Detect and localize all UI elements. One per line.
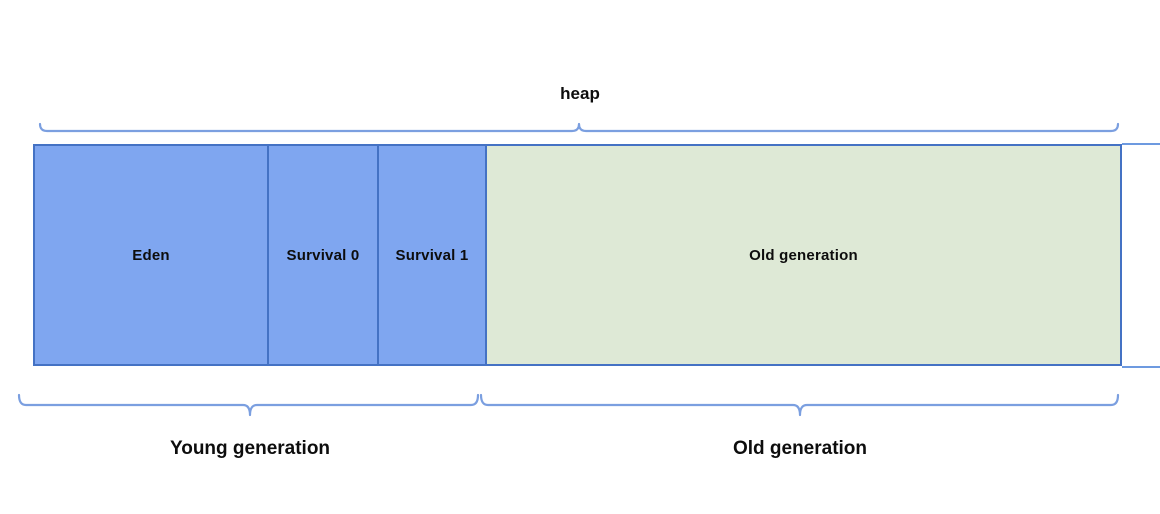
region-old-generation[interactable]: Old generation (485, 146, 1120, 364)
region-old-generation-label: Old generation (749, 246, 858, 264)
region-eden[interactable]: Eden (35, 146, 267, 364)
old-generation-brace-label: Old generation (732, 438, 868, 459)
top-edge-rule (1122, 143, 1160, 145)
region-survival-1[interactable]: Survival 1 (377, 146, 485, 364)
old-generation-brace (479, 393, 1120, 417)
heap-brace (38, 122, 1120, 133)
heap-memory-bar: Eden Survival 0 Survival 1 Old generatio… (33, 144, 1122, 366)
region-survival-1-label: Survival 1 (395, 246, 469, 264)
region-eden-label: Eden (132, 246, 170, 264)
heap-brace-label: heap (560, 84, 600, 103)
region-survival-0-label: Survival 0 (286, 246, 360, 264)
young-generation-brace (17, 393, 480, 417)
bottom-edge-rule (1122, 366, 1160, 368)
region-survival-0[interactable]: Survival 0 (267, 146, 377, 364)
young-generation-label: Young generation (169, 438, 331, 459)
